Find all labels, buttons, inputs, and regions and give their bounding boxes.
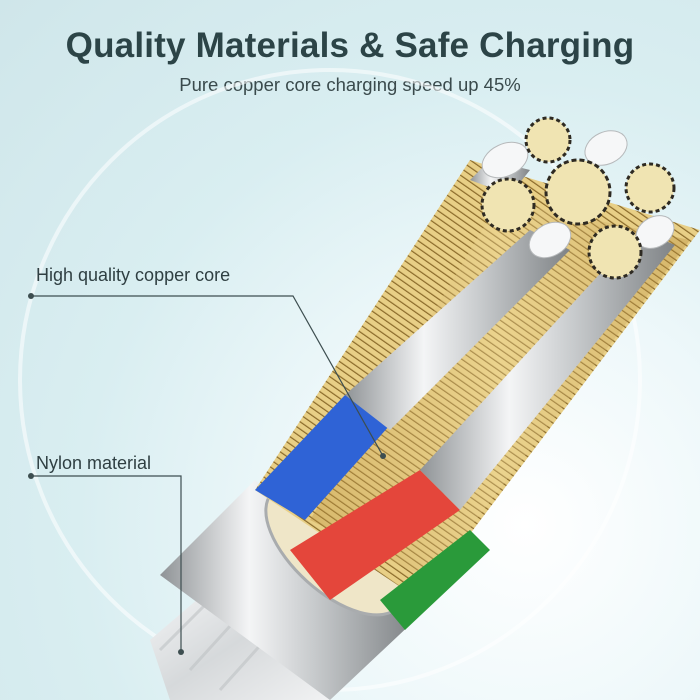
inner-wire-blue [255,221,572,520]
conductor-bundle-tips [470,116,676,280]
callout-leader-nylon [28,473,184,655]
inner-wire-green [380,530,490,630]
callout-leader-copper [28,293,386,459]
page-title: Quality Materials & Safe Charging [65,26,635,65]
inner-wire-red [290,215,675,600]
callout-label-copper-core: High quality copper core [36,265,231,285]
callout-label-nylon: Nylon material [36,453,152,473]
